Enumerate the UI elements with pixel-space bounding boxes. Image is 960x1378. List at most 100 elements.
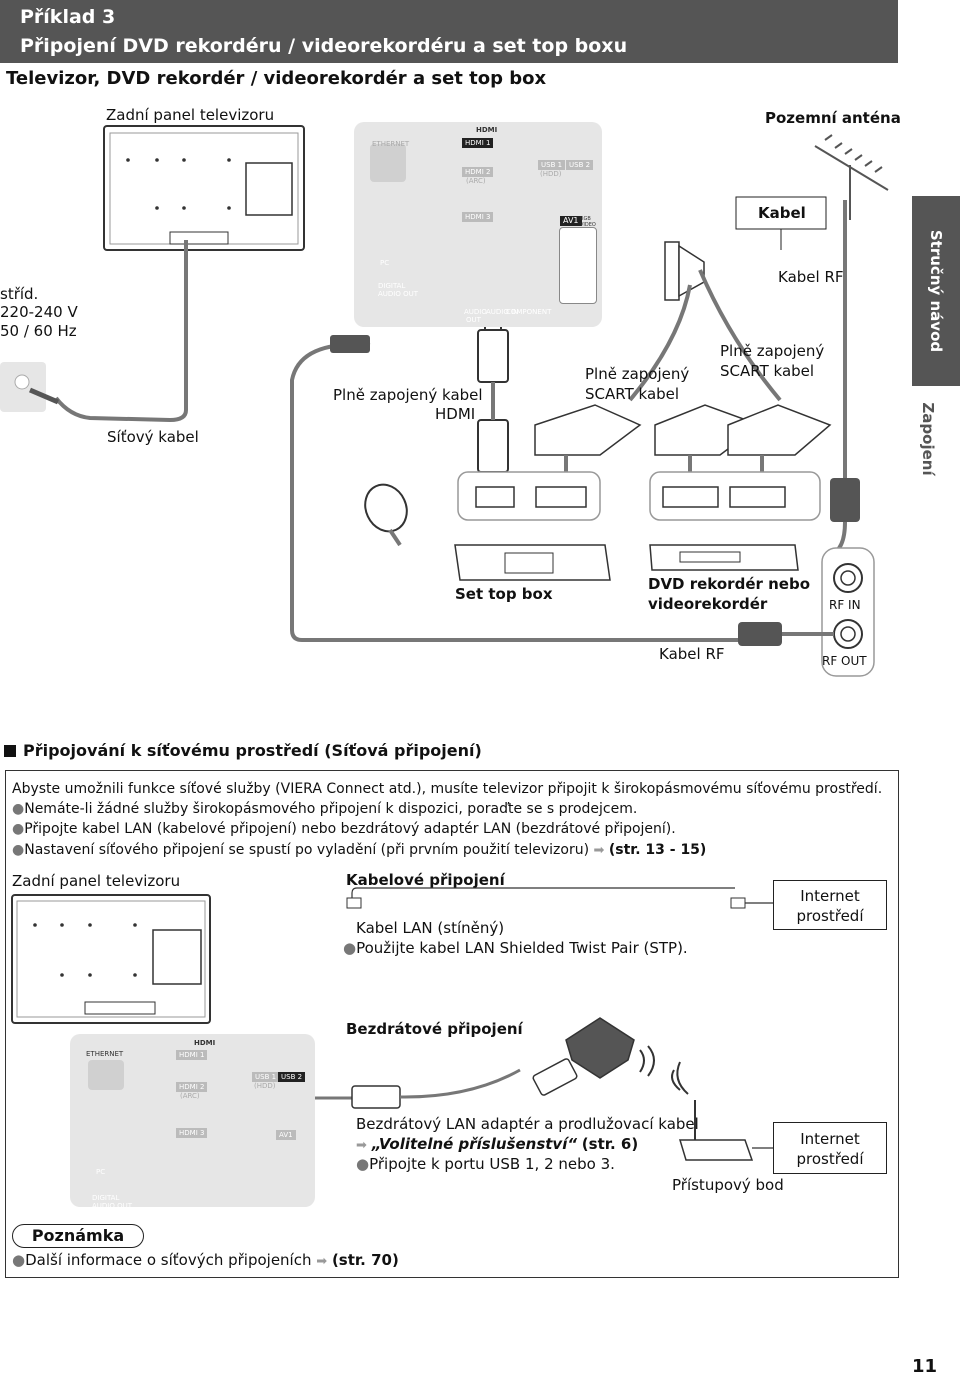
av1-label: AV1 bbox=[560, 216, 582, 226]
bullet-dot: ● bbox=[12, 842, 25, 858]
tv-connector-panel-2: ETHERNET HDMI HDMI 1 HDMI 2 (ARC) HDMI 3… bbox=[70, 1034, 315, 1210]
section-title: Připojování k síťovému prostředí (Síťová… bbox=[23, 741, 482, 760]
optional-acc-line: ➡ „Volitelné příslušenství“ (str. 6) bbox=[356, 1135, 638, 1155]
bullet-dot: ● bbox=[12, 821, 25, 837]
ethernet-port bbox=[370, 144, 406, 182]
dvd-label-1: DVD rekordér nebo bbox=[648, 575, 811, 593]
internet-box-wireless: Internet prostředí bbox=[773, 1122, 887, 1174]
internet-label-2a: Internet bbox=[800, 1130, 860, 1148]
rf-in-label: RF IN bbox=[829, 598, 861, 612]
hdmi-logo: HDMI bbox=[476, 126, 498, 134]
av1-label-2: AV1 bbox=[276, 1130, 296, 1140]
internet-box-wired: Internet prostředí bbox=[773, 880, 887, 930]
wireless-title: Bezdrátové připojení bbox=[346, 1020, 523, 1038]
note-title: Poznámka bbox=[12, 1224, 144, 1248]
access-point-label: Přístupový bod bbox=[672, 1176, 784, 1194]
header-band: Příklad 3 Připojení DVD rekordéru / vide… bbox=[0, 0, 898, 63]
audio-out-label-2: AUDIO OUT bbox=[92, 1202, 133, 1210]
bullet-2: ●Připojte kabel LAN (kabelové připojení)… bbox=[12, 821, 676, 837]
power-label-1: stříd. bbox=[0, 285, 39, 303]
usb2-label-2: USB 2 bbox=[278, 1072, 306, 1082]
section-marker bbox=[4, 745, 16, 757]
optional-acc: „Volitelné příslušenství“ bbox=[371, 1135, 578, 1153]
audio-label: AUDIO bbox=[464, 308, 487, 316]
digital-label: DIGITAL bbox=[378, 282, 406, 290]
bullet-1: ●Nemáte-li žádné služby širokopásmového … bbox=[12, 801, 638, 817]
scart2-label-2: SCART kabel bbox=[720, 362, 815, 380]
ethernet-port-2 bbox=[88, 1060, 124, 1090]
set-top-box-label: Set top box bbox=[455, 585, 553, 603]
pc-label-2: PC bbox=[96, 1168, 106, 1176]
subtitle: Televizor, DVD rekordér / videorekordér … bbox=[6, 68, 547, 89]
example-number: Příklad 3 bbox=[20, 6, 116, 28]
page-ref-arrow-icon: ➡ bbox=[316, 1254, 328, 1269]
page-ref-arrow-icon: ➡ bbox=[593, 843, 605, 858]
scart1-label-2: SCART kabel bbox=[585, 385, 680, 403]
rf-out-label: RF OUT bbox=[822, 654, 867, 668]
hdmi2-label-2: HDMI 2 bbox=[176, 1082, 208, 1092]
bullet-dot: ● bbox=[356, 1155, 370, 1173]
note-text: ●Další informace o síťových připojeních … bbox=[12, 1251, 399, 1269]
hdmi-cable-label-1: Plně zapojený kabel bbox=[333, 386, 483, 404]
ethernet-label: ETHERNET bbox=[372, 140, 410, 148]
lan-cable-label: Kabel LAN (stíněný) bbox=[356, 919, 505, 937]
internet-label-1a: Internet bbox=[800, 887, 860, 905]
cable-label: Kabel bbox=[758, 204, 806, 222]
bullet-dot: ● bbox=[12, 801, 25, 817]
side-tab-quick-guide: Stručný návod bbox=[912, 196, 960, 386]
wireless-adapter-label: Bezdrátový LAN adaptér a prodlužovací ka… bbox=[356, 1115, 699, 1133]
bullet-dot: ● bbox=[12, 1251, 26, 1269]
power-label-2: 220-240 V bbox=[0, 303, 78, 321]
component-label: COMPONENT bbox=[506, 308, 552, 316]
tv-connector-panel: ETHERNET HDMI HDMI 1 HDMI 2 (ARC) HDMI 3… bbox=[354, 122, 602, 327]
network-section-frame bbox=[5, 770, 899, 1278]
video-label: VIDEO bbox=[580, 222, 596, 228]
page-ref: (str. 13 - 15) bbox=[608, 842, 707, 858]
page-title: Připojení DVD rekordéru / videorekordéru… bbox=[20, 35, 628, 57]
hdmi3-label-2: HDMI 3 bbox=[176, 1128, 208, 1138]
arc-label-2: (ARC) bbox=[180, 1092, 200, 1100]
rgb-label: RGB bbox=[580, 216, 591, 222]
hdmi-logo-2: HDMI bbox=[194, 1039, 216, 1047]
tv-rear-label: Zadní panel televizoru bbox=[106, 106, 275, 124]
usb1-label: USB 1 bbox=[538, 160, 566, 170]
rf-cable-bottom-label: Kabel RF bbox=[659, 645, 725, 663]
note-ref: (str. 70) bbox=[331, 1251, 399, 1269]
antenna-label: Pozemní anténa bbox=[765, 109, 901, 127]
arc-label: (ARC) bbox=[466, 177, 486, 185]
tv-rear-label-2: Zadní panel televizoru bbox=[12, 872, 181, 890]
section-intro: Abyste umožnili funkce síťové služby (VI… bbox=[12, 781, 883, 797]
audio-out-label: AUDIO OUT bbox=[378, 290, 419, 298]
mains-cable-label: Síťový kabel bbox=[107, 428, 199, 446]
usb1-label-2: USB 1 bbox=[252, 1072, 280, 1082]
power-label-3: 50 / 60 Hz bbox=[0, 322, 77, 340]
internet-label-2b: prostředí bbox=[796, 1150, 864, 1168]
ethernet-label-2: ETHERNET bbox=[86, 1050, 124, 1058]
hdmi-cable-label-2: HDMI bbox=[435, 405, 476, 423]
scart1-label-1: Plně zapojený bbox=[585, 365, 690, 383]
page-number: 11 bbox=[912, 1356, 938, 1377]
dvd-label-2: videorekordér bbox=[648, 595, 768, 613]
pc-label: PC bbox=[380, 259, 390, 267]
hdmi1-label: HDMI 1 bbox=[462, 138, 494, 148]
audio-in-label: AUDIO IN bbox=[486, 308, 519, 316]
usb-bullet: ●Připojte k portu USB 1, 2 nebo 3. bbox=[356, 1155, 615, 1173]
digital-label-2: DIGITAL bbox=[92, 1194, 120, 1202]
bullet-dot: ● bbox=[343, 939, 357, 957]
wired-title: Kabelové připojení bbox=[346, 871, 505, 889]
out-label: OUT bbox=[466, 316, 481, 324]
rf-cable-top-label: Kabel RF bbox=[778, 268, 844, 286]
scart2-label-1: Plně zapojený bbox=[720, 342, 825, 360]
internet-label-1b: prostředí bbox=[796, 907, 864, 925]
bullet-3: ●Nastavení síťového připojení se spustí … bbox=[12, 842, 707, 858]
hdd-label: (HDD) bbox=[540, 170, 562, 178]
page-ref-arrow-icon: ➡ bbox=[356, 1138, 367, 1153]
hdmi3-label: HDMI 3 bbox=[462, 212, 494, 222]
usb2-label: USB 2 bbox=[566, 160, 594, 170]
lan-bullet: ●Použijte kabel LAN Shielded Twist Pair … bbox=[343, 939, 688, 957]
hdmi1-label-2: HDMI 1 bbox=[176, 1050, 208, 1060]
optional-ref: (str. 6) bbox=[581, 1135, 639, 1153]
scart-port bbox=[559, 227, 597, 304]
